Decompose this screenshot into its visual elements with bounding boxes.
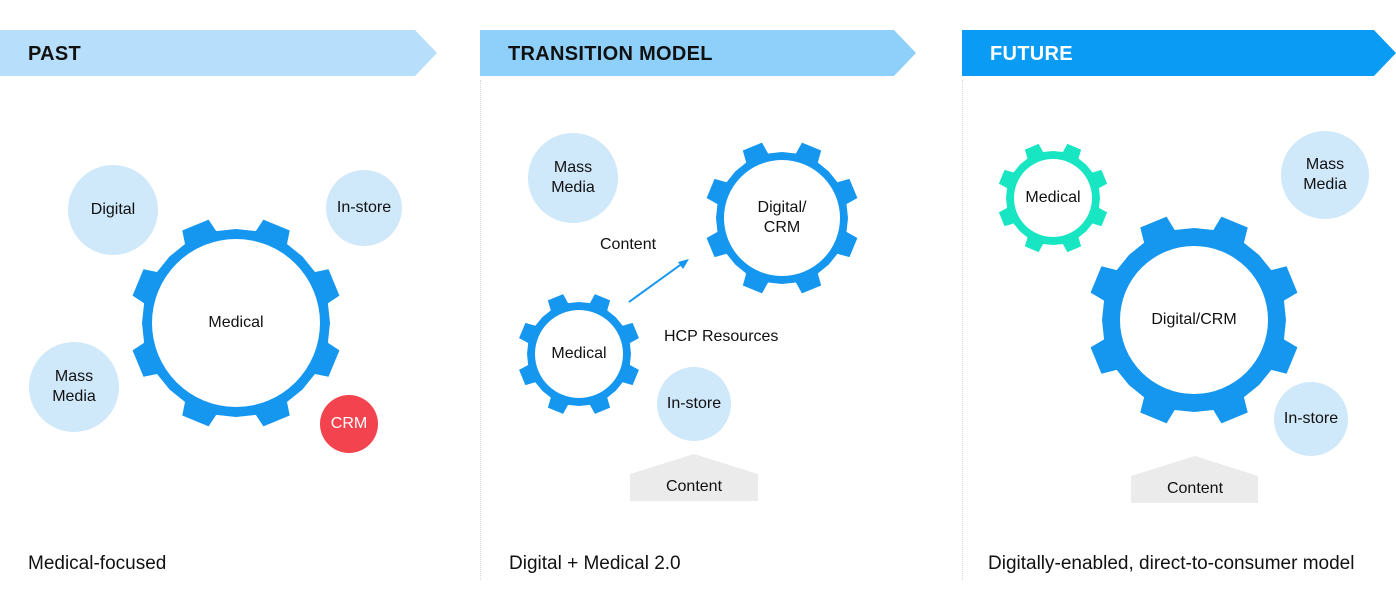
divider-right <box>962 80 963 580</box>
banner-past: PAST <box>0 30 437 76</box>
bubble-mass-media: Mass Media <box>29 342 119 432</box>
divider-left <box>480 80 481 580</box>
bubble-instore: In-store <box>326 170 402 246</box>
arrow-content <box>628 259 689 303</box>
bubble-mass-media: Mass Media <box>1281 131 1369 219</box>
content-tag-shape <box>630 454 758 501</box>
banner-label: FUTURE <box>990 43 1073 65</box>
banner-arrow-shape <box>480 30 916 76</box>
future-stage <box>998 143 1298 503</box>
content-tag: Content <box>630 458 758 504</box>
bubble-crm: CRM <box>320 395 378 453</box>
bubble-digital: Digital <box>68 165 158 255</box>
bubble-instore: In-store <box>1274 382 1348 456</box>
banner-transition: TRANSITION MODEL <box>480 30 916 76</box>
banner-arrow-shape <box>0 30 437 76</box>
banner-label: TRANSITION MODEL <box>508 43 713 65</box>
banner-future: FUTURE <box>962 30 1396 76</box>
caption-future: Digitally-enabled, direct-to-consumer mo… <box>988 553 1355 574</box>
gear-label-medical: Medical <box>1025 189 1081 206</box>
banner-label: PAST <box>28 43 82 65</box>
bubble-mass-media: Mass Media <box>528 133 618 223</box>
arrow-label-content: Content <box>600 236 657 253</box>
content-tag-label: Content <box>665 478 723 495</box>
transition-stage <box>519 142 858 501</box>
gear-label-digital-crm: Digital/CRM <box>1151 311 1237 328</box>
gear-label-medical: Medical <box>208 314 264 331</box>
bubble-instore: In-store <box>657 367 731 441</box>
panel-past: PAST Medical Digital In-store Mass Media… <box>0 0 480 613</box>
panel-transition: TRANSITION MODEL Mass Media Digital/ CRM… <box>480 0 962 613</box>
content-tag: Content <box>1131 460 1259 506</box>
banner-arrow-shape <box>962 30 1396 76</box>
caption-transition: Digital + Medical 2.0 <box>509 553 681 574</box>
label-hcp-resources: HCP Resources <box>664 328 779 345</box>
content-tag-label: Content <box>1166 480 1224 497</box>
gear-label-medical: Medical <box>551 345 607 362</box>
content-tag-shape <box>1131 456 1258 503</box>
panel-future: FUTURE Medical Mass Media Digital/CRM In… <box>962 0 1396 613</box>
gear-label-digital-crm: Digital/ CRM <box>757 199 807 236</box>
caption-past: Medical-focused <box>28 553 167 574</box>
arrowhead <box>678 259 689 269</box>
